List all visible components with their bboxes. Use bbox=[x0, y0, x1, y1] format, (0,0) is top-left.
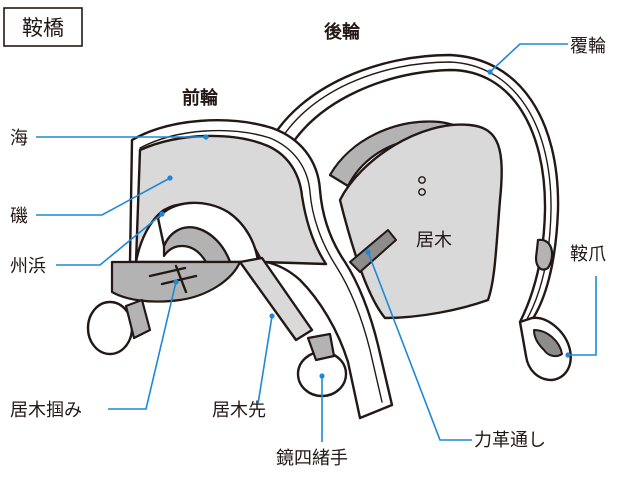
seat-board-hole-2 bbox=[418, 188, 426, 196]
label-umi: 海 bbox=[10, 128, 28, 149]
leader-kuratsume bbox=[568, 276, 597, 356]
strap-slot bbox=[349, 229, 397, 273]
right-ring-mount bbox=[306, 332, 336, 362]
label-chikarakawa-toshi: 力革通し bbox=[474, 430, 546, 451]
leader-dot-kuratsume bbox=[565, 352, 571, 358]
front-arch-face bbox=[134, 134, 328, 266]
leader-suhama bbox=[56, 213, 163, 266]
label-fukurin: 覆輪 bbox=[570, 36, 606, 57]
front-left-leg-emblem bbox=[148, 264, 198, 294]
leader-lines bbox=[36, 43, 597, 442]
leader-igi-tsukami bbox=[108, 281, 177, 410]
front-arch-rim bbox=[139, 129, 383, 403]
title-box: 鞍橋 bbox=[3, 7, 83, 47]
label-kagami-shiode: 鏡四緒手 bbox=[276, 448, 348, 469]
diagram-title: 鞍橋 bbox=[22, 16, 64, 40]
labels: 後輪 覆輪 前輪 海 磯 州浜 居木 鞍爪 居木掴み 居木先 力革通し 鏡四緒手 bbox=[10, 21, 606, 469]
seat-board bbox=[338, 123, 503, 320]
label-kuratsume: 鞍爪 bbox=[570, 244, 606, 265]
leader-dot-suhama bbox=[159, 211, 165, 217]
saddle-illustration bbox=[86, 53, 572, 420]
leader-dot-kagami-shiode bbox=[319, 373, 325, 379]
leader-iso bbox=[36, 177, 171, 216]
label-kouwa: 後輪 bbox=[324, 21, 361, 43]
leader-dot-iso bbox=[167, 175, 173, 181]
leader-dot-igi-saki bbox=[269, 313, 275, 319]
label-igi-saki: 居木先 bbox=[212, 400, 266, 421]
label-igi-tsukami: 居木掴み bbox=[10, 400, 82, 421]
left-ring-mount bbox=[124, 298, 152, 340]
leader-dot-igi-tsukami bbox=[173, 279, 179, 285]
leader-chikarakawa-toshi bbox=[367, 251, 472, 441]
label-suhama: 州浜 bbox=[10, 256, 46, 277]
leader-dot-chikarakawa-toshi bbox=[365, 249, 371, 255]
leader-dot-umi bbox=[203, 134, 209, 140]
seat-board-hole-1 bbox=[418, 176, 426, 184]
leader-dot-fukurin bbox=[487, 69, 493, 75]
leader-fukurin bbox=[489, 43, 568, 73]
rear-arch-side-hook bbox=[534, 238, 554, 271]
label-igi: 居木 bbox=[416, 230, 452, 251]
rear-claw-inner bbox=[533, 329, 563, 358]
seat-tip-rail bbox=[238, 256, 314, 342]
left-ring bbox=[86, 300, 134, 356]
label-maewa: 前輪 bbox=[182, 87, 219, 109]
leader-igi-saki bbox=[257, 315, 273, 405]
label-iso: 磯 bbox=[10, 206, 28, 227]
